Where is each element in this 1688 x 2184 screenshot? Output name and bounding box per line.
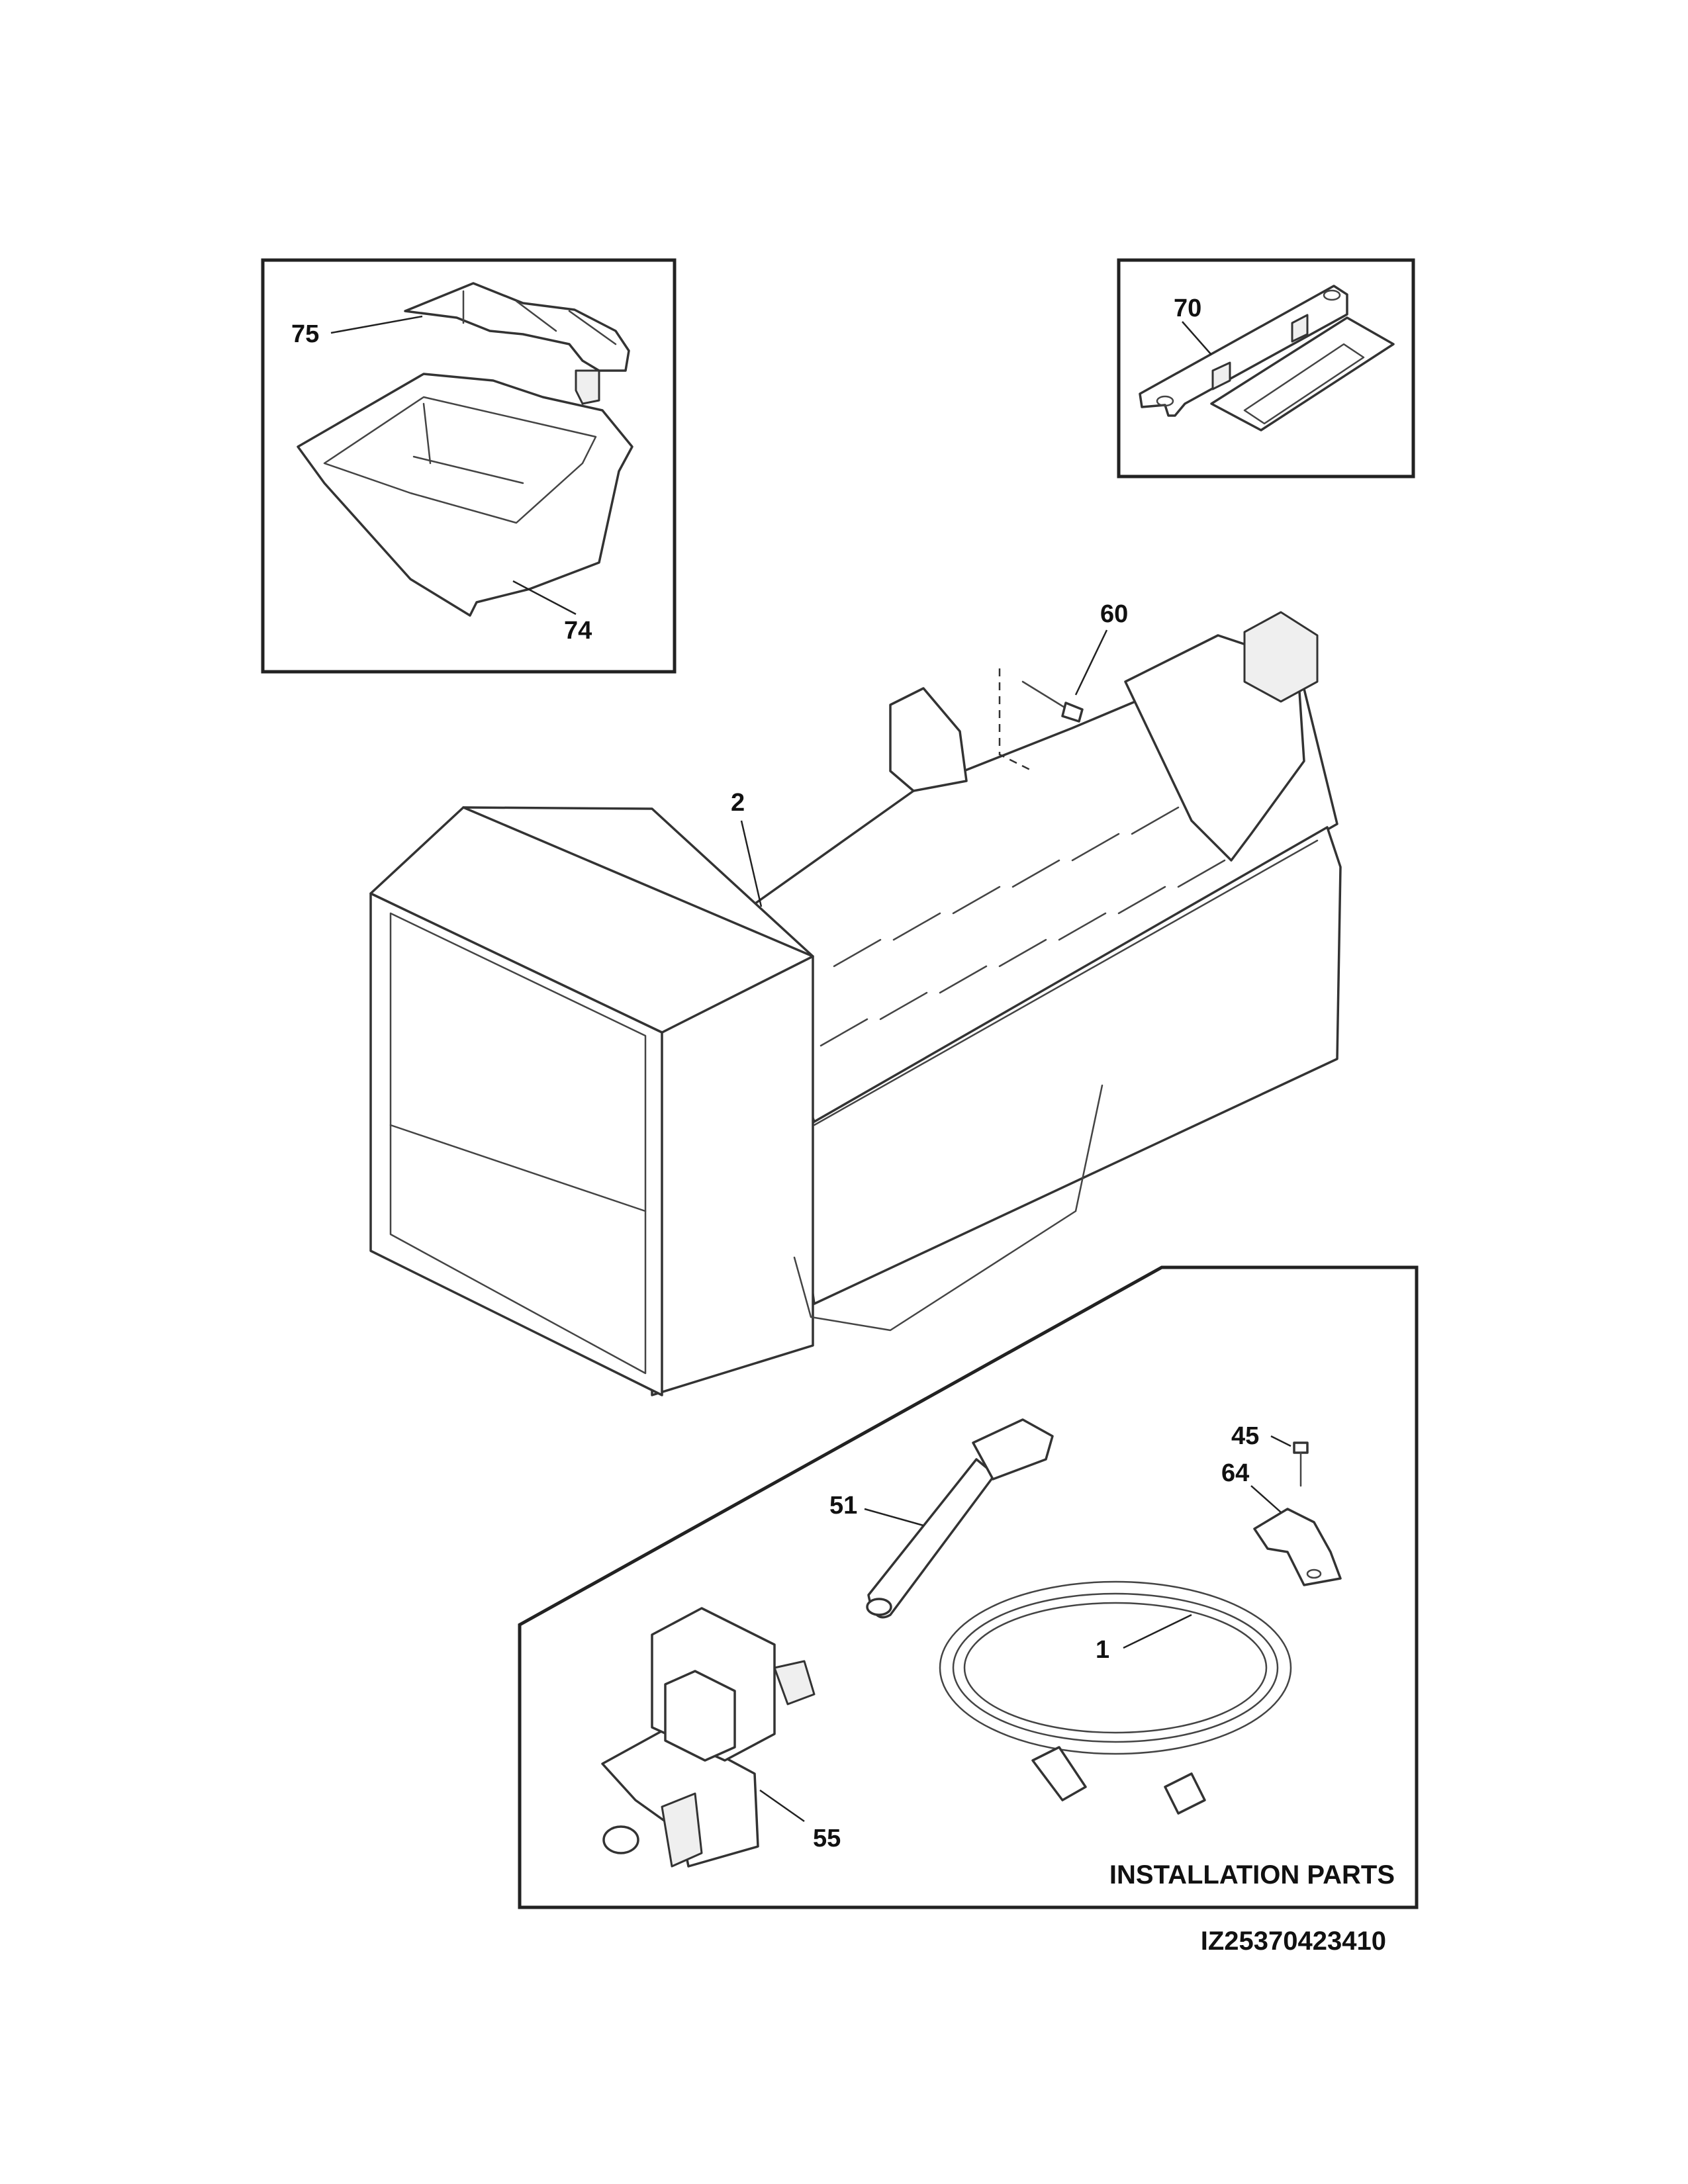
installation-inset-frame [518, 1265, 1419, 1909]
callout-70: 70 [1174, 295, 1201, 322]
mounting-bracket-part [1139, 285, 1395, 432]
callout-51: 51 [829, 1492, 857, 1520]
callout-45: 45 [1231, 1422, 1259, 1450]
callout-1: 1 [1096, 1636, 1109, 1664]
tube-clamp-part [1253, 1508, 1342, 1586]
callout-55: 55 [813, 1825, 841, 1852]
fill-tube-part [866, 1418, 1054, 1619]
callout-2: 2 [731, 789, 745, 817]
small-screw-part [1293, 1441, 1309, 1487]
ice-bucket-cover-part [404, 282, 630, 405]
installation-parts-caption: INSTALLATION PARTS [1109, 1860, 1395, 1889]
water-valve-part [601, 1607, 816, 1868]
water-line-tubing-part [939, 1580, 1292, 1815]
figure-code: IZ25370423410 [1201, 1927, 1386, 1956]
screw-part [1021, 680, 1084, 723]
callout-60: 60 [1100, 600, 1128, 628]
ice-maker-assembly-part [369, 611, 1342, 1396]
ice-bucket-part [297, 373, 633, 617]
bucket-inset-frame [261, 258, 677, 674]
bracket-inset-frame [1117, 258, 1415, 478]
callout-64: 64 [1221, 1459, 1249, 1487]
callout-74: 74 [564, 617, 592, 645]
callout-75: 75 [291, 320, 319, 348]
